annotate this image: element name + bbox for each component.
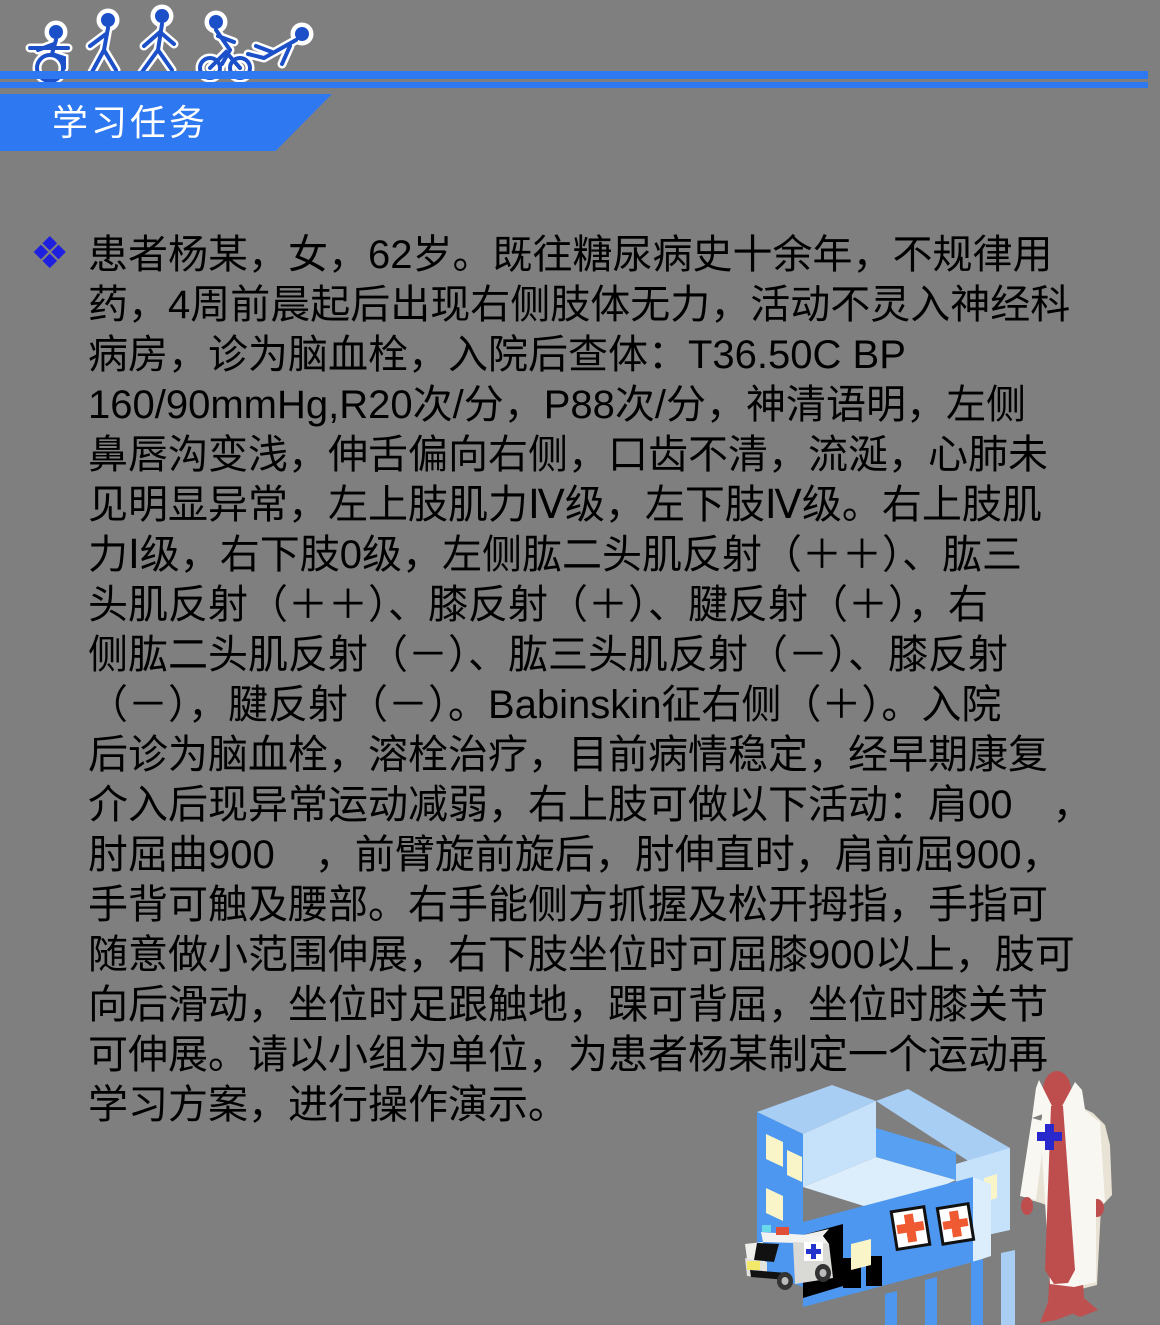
text-line: 鼻唇沟变浅，伸舌偏向右侧，口齿不清，流涎，心肺未 — [88, 433, 1048, 477]
text-line: 头肌反射（＋＋）、膝反射（＋）、腱反射（＋），右 — [88, 583, 988, 627]
text-line: 向后滑动，坐位时足跟触地，踝可背屈，坐位时膝关节 — [88, 983, 1048, 1027]
divider-line-bottom — [0, 82, 1148, 88]
text-line: 病房，诊为脑血栓，入院后查体：T36.50C BP — [88, 333, 906, 377]
rehab-clipart-icon — [25, 4, 314, 86]
case-text-block: ❖ 患者杨某，女，62岁。既往糖尿病史十余年，不规律用药，4周前晨起后出现右侧肢… — [30, 230, 1135, 1130]
text-line: 学习方案，进行操作演示。 — [88, 1083, 568, 1127]
text-line: 手背可触及腰部。右手能侧方抓握及松开拇指，手指可 — [88, 883, 1048, 927]
text-line: 药，4周前晨起后出现右侧肢体无力，活动不灵入神经科 — [88, 283, 1071, 327]
case-text: 患者杨某，女，62岁。既往糖尿病史十余年，不规律用药，4周前晨起后出现右侧肢体无… — [30, 230, 1135, 1130]
text-line: 侧肱二头肌反射（－）、肱三头肌反射（－）、膝反射 — [88, 633, 1008, 677]
text-line: 随意做小范围伸展，右下肢坐位时可屈膝900以上，肢可 — [88, 933, 1075, 977]
text-line: 见明显异常，左上肢肌力Ⅳ级，左下肢Ⅳ级。右上肢肌 — [88, 483, 1042, 527]
ambulance-icon — [745, 1225, 833, 1290]
title-banner: 学习任务 — [0, 94, 332, 151]
doctor-figure-icon — [1020, 1071, 1112, 1323]
banner-title: 学习任务 — [52, 101, 209, 143]
diamond-bullet-icon: ❖ — [30, 229, 70, 278]
hospital-building-icon — [745, 1085, 1015, 1325]
text-line: 患者杨某，女，62岁。既往糖尿病史十余年，不规律用 — [88, 233, 1053, 277]
text-line: 可伸展。请以小组为单位，为患者杨某制定一个运动再 — [88, 1033, 1048, 1077]
text-line: （－），腱反射（－）。Babinskin征右侧（＋）。入院 — [88, 683, 1002, 727]
divider-line-top — [0, 71, 1148, 79]
text-line: 肘屈曲900 ，前臂旋前旋后，肘伸直时，肩前屈900， — [88, 833, 1062, 877]
text-line: 力Ⅰ级，右下肢0级，左侧肱二头肌反射（＋＋）、肱三 — [88, 533, 1023, 577]
text-line: 后诊为脑血栓，溶栓治疗，目前病情稳定，经早期康复 — [88, 733, 1048, 777]
text-line: 介入后现异常运动减弱，右上肢可做以下活动：肩00 ， — [88, 783, 1093, 827]
text-line: 160/90mmHg,R20次/分，P88次/分，神清语明，左侧 — [88, 383, 1027, 427]
